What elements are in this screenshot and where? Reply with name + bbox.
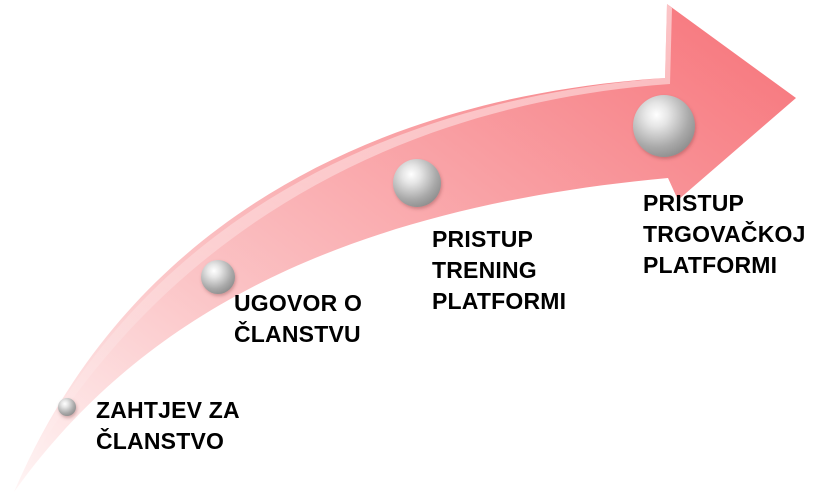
- step-label-line: ČLANSTVO: [96, 428, 225, 454]
- step-label-pristup-trening-platformi: PRISTUP TRENING PLATFORMI: [432, 224, 566, 317]
- step-bead-2: [201, 260, 235, 294]
- step-label-pristup-trgovackoj-platformi: PRISTUP TRGOVAČKOJ PLATFORMI: [643, 188, 806, 281]
- step-bead-1: [58, 398, 76, 416]
- step-label-line: PRISTUP: [643, 190, 745, 216]
- step-label-line: TRENING: [432, 257, 537, 283]
- step-label-line: UGOVOR O: [234, 290, 363, 316]
- step-label-line: PRISTUP: [432, 226, 534, 252]
- step-label-ugovor-o-clanstvu: UGOVOR O ČLANSTVU: [234, 288, 362, 350]
- step-label-zahtjev-za-clanstvo: ZAHTJEV ZA ČLANSTVO: [96, 395, 240, 457]
- arrow-body: [14, 4, 796, 492]
- step-label-line: PLATFORMI: [643, 252, 778, 278]
- step-label-line: ČLANSTVU: [234, 321, 361, 347]
- step-label-line: PLATFORMI: [432, 288, 567, 314]
- step-label-line: ZAHTJEV ZA: [96, 397, 240, 423]
- step-label-line: TRGOVAČKOJ: [643, 221, 806, 247]
- step-bead-3: [393, 159, 441, 207]
- step-bead-4: [633, 95, 695, 157]
